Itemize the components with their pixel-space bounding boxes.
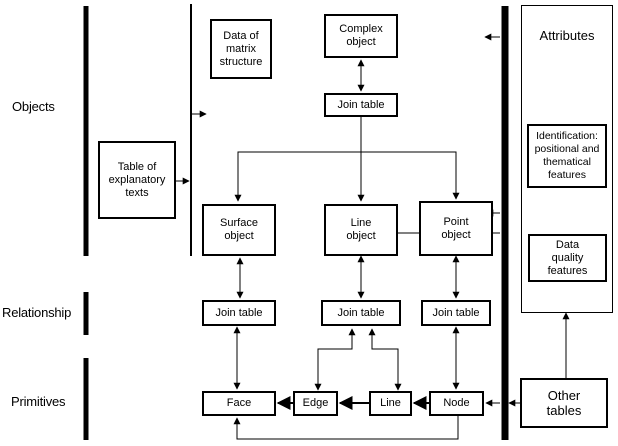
line-object-box: Line object	[324, 204, 398, 256]
explanatory-texts-box: Table of explanatory texts	[98, 141, 176, 219]
join-edge-line	[314, 328, 356, 391]
complex-join-table-box: Join table	[324, 93, 398, 117]
join-branch-line	[234, 151, 460, 202]
identification-box: Identification: positional and thematica…	[527, 124, 607, 188]
node-box: Node	[429, 391, 484, 416]
point-object-box: Point object	[419, 201, 493, 256]
join-line-line	[368, 328, 402, 391]
matrix-structure-box: Data of matrix structure	[210, 19, 272, 79]
face-box: Face	[202, 391, 276, 416]
complex-object-box: Complex object	[324, 14, 398, 58]
data-quality-box: Data quality features	[528, 234, 607, 282]
attributes-title: Attributes	[539, 27, 595, 43]
surface-object-box: Surface object	[202, 204, 276, 256]
other-tables-box: Other tables	[520, 378, 608, 428]
category-objects-label: Objects	[12, 99, 55, 114]
node-face-loop	[233, 416, 459, 440]
edge-box: Edge	[293, 391, 338, 416]
line-primitive-box: Line	[369, 391, 412, 416]
line-join-table-box: Join table	[321, 300, 401, 326]
category-relationship-label: Relationship	[2, 305, 72, 320]
category-primitives-label: Primitives	[11, 394, 66, 409]
surface-join-table-box: Join table	[202, 300, 276, 326]
point-join-table-box: Join table	[421, 300, 491, 326]
